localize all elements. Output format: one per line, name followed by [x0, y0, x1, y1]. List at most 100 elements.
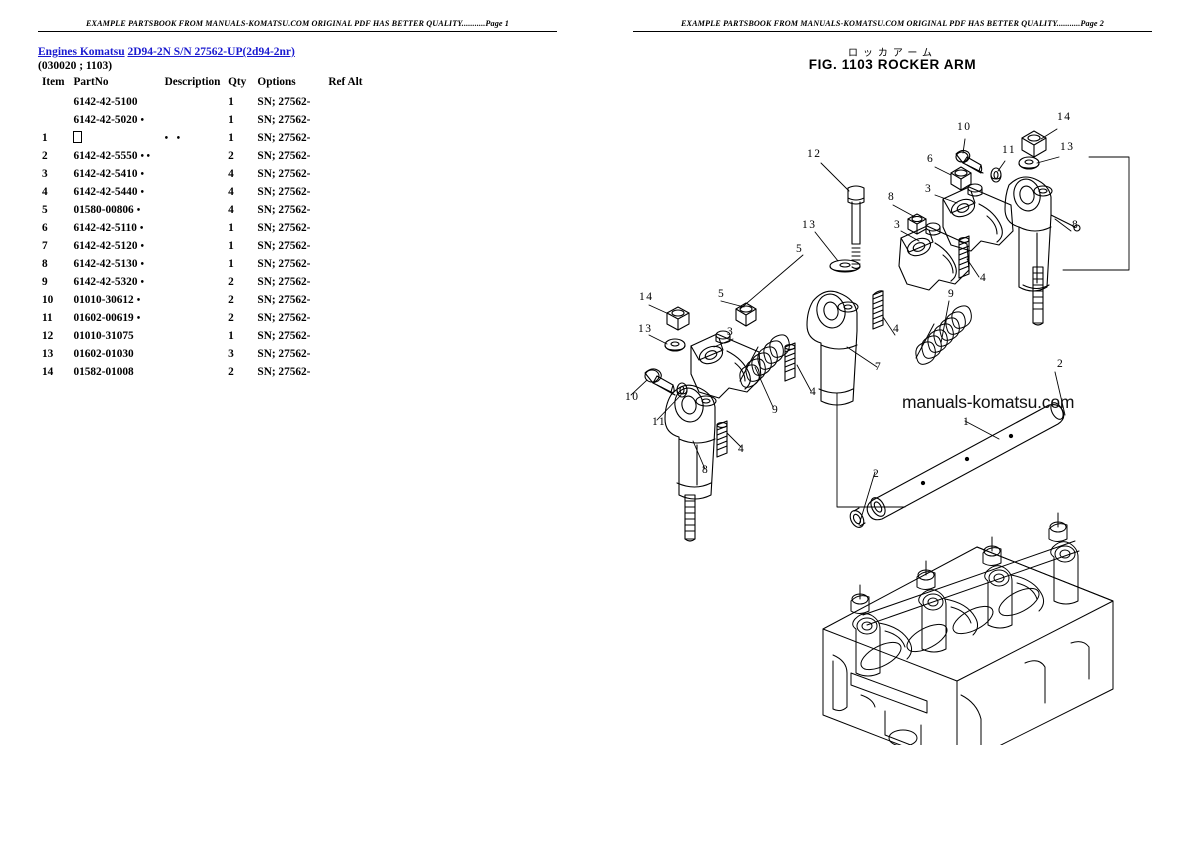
- partno-mark: •: [140, 115, 144, 126]
- cell-partno[interactable]: 6142-42-5100: [73, 96, 138, 108]
- cell-description: [165, 237, 229, 255]
- part-13-washer-right: [1018, 156, 1040, 170]
- cell-partno[interactable]: 6142-42-5020•: [73, 114, 144, 126]
- page-title-prefix[interactable]: Engines Komatsu: [38, 46, 125, 58]
- cell-ref-alt: [328, 183, 368, 201]
- callout-number: 8: [1072, 219, 1079, 231]
- reference-plate-lower-center: [836, 392, 906, 508]
- part-14-nut-right: [1021, 130, 1047, 158]
- callout-number: 2: [1057, 358, 1064, 370]
- cell-qty: 2: [228, 312, 234, 324]
- left-running-header: EXAMPLE PARTSBOOK FROM MANUALS-KOMATSU.C…: [38, 18, 557, 34]
- page-subtitle: (030020 ; 1103): [38, 60, 113, 72]
- callout-number: 5: [796, 243, 803, 255]
- cell-item: 7: [42, 240, 48, 252]
- cell-options: SN; 27562-: [257, 186, 311, 198]
- callout-number: 8: [888, 191, 895, 203]
- cell-partno[interactable]: 6142-42-5130•: [73, 258, 144, 270]
- callout-number: 7: [875, 361, 882, 373]
- cell-ref-alt: [328, 111, 368, 129]
- cell-description: [165, 111, 229, 129]
- spring-coils-right: [915, 305, 972, 365]
- partno-mark: •: [136, 295, 141, 306]
- partno-mark: •: [140, 259, 144, 270]
- cell-partno[interactable]: 6142-42-5550• •: [73, 150, 150, 162]
- cell-item: 10: [42, 294, 54, 306]
- watermark: manuals-komatsu.com: [902, 392, 1075, 412]
- part-4-adjust-screw-center: [872, 290, 884, 330]
- callout-number: 6: [927, 153, 934, 165]
- part-stud-right: [1032, 266, 1044, 326]
- part-14-nut-left: [666, 306, 690, 331]
- cell-description: [165, 309, 229, 327]
- part-10-bolt-left: [644, 368, 676, 396]
- column-header-options: Options: [257, 76, 296, 88]
- callout-number: 11: [652, 416, 666, 428]
- mounted-rocker-assemblies: [850, 512, 1080, 677]
- cell-partno[interactable]: [73, 129, 164, 147]
- cell-partno[interactable]: 01602-01030: [73, 348, 134, 360]
- page-title-model[interactable]: 2D94-2N S/N 27562-UP(2d94-2nr): [127, 46, 295, 58]
- part-3-rocker-arm-right: [942, 183, 1014, 252]
- cell-partno[interactable]: 01010-30612•: [73, 294, 141, 306]
- cell-description: [165, 165, 229, 183]
- left-header-rule: [38, 31, 557, 32]
- part-13-washer-center: [829, 259, 861, 273]
- cell-ref-alt: [328, 219, 368, 237]
- cell-ref-alt: [328, 237, 368, 255]
- right-page: EXAMPLE PARTSBOOK FROM MANUALS-KOMATSU.C…: [595, 0, 1190, 842]
- callout-number: 3: [925, 183, 932, 195]
- cell-partno[interactable]: 6142-42-5120•: [73, 240, 144, 252]
- cell-ref-alt: [328, 255, 368, 273]
- part-1-rocker-shaft: [866, 402, 1065, 521]
- cell-item: 4: [42, 186, 48, 198]
- spring-coils-left: [739, 334, 790, 388]
- leader-lines: [630, 128, 1072, 526]
- cell-description: [165, 327, 229, 345]
- part-4-adjust-screw-right: [958, 235, 970, 279]
- callout-number: 4: [980, 272, 987, 284]
- cell-ref-alt: [328, 363, 368, 381]
- cell-description: [165, 255, 229, 273]
- cell-item: 6: [42, 222, 48, 234]
- cell-options: SN; 27562-: [257, 114, 311, 126]
- cell-item: [38, 93, 73, 111]
- cell-qty: 4: [228, 204, 234, 216]
- cell-partno[interactable]: 01582-01008: [73, 366, 134, 378]
- cell-ref-alt: [328, 291, 368, 309]
- cell-partno[interactable]: 6142-42-5320•: [73, 276, 144, 288]
- callout-number: 2: [873, 468, 880, 480]
- cell-partno[interactable]: 01580-00806•: [73, 204, 141, 216]
- cell-partno[interactable]: 6142-42-5410•: [73, 168, 144, 180]
- cell-item: 12: [42, 330, 54, 342]
- cell-partno[interactable]: 01602-00619•: [73, 312, 141, 324]
- cell-description: [165, 345, 229, 363]
- cell-options: SN; 27562-: [257, 96, 311, 108]
- cell-partno[interactable]: 6142-42-5110•: [73, 222, 144, 234]
- partno-mark: •: [140, 169, 144, 180]
- cell-partno[interactable]: 01010-31075: [73, 330, 134, 342]
- callout-number: 10: [957, 121, 972, 133]
- right-running-header: EXAMPLE PARTSBOOK FROM MANUALS-KOMATSU.C…: [633, 18, 1152, 34]
- cell-partno[interactable]: 6142-42-5440•: [73, 186, 144, 198]
- right-header-rule: [633, 31, 1152, 32]
